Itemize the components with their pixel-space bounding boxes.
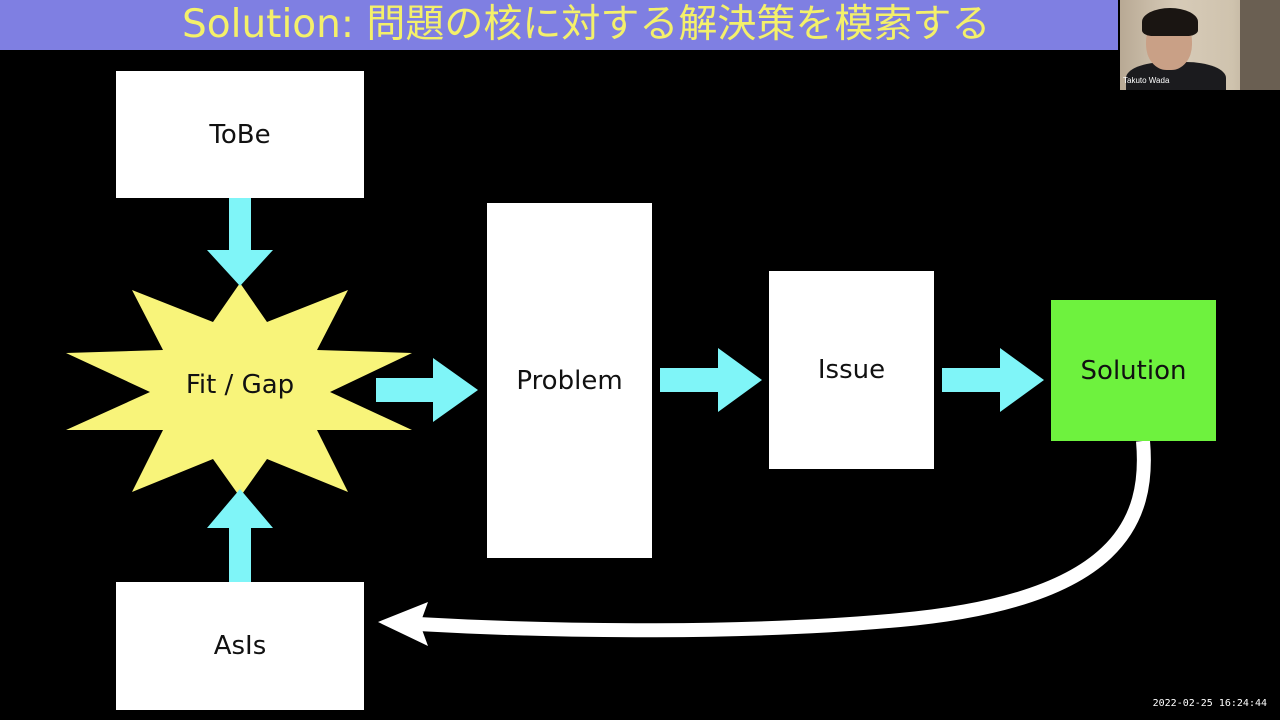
slide-title: Solution: 問題の核に対する解決策を模索する	[182, 2, 991, 47]
tobe-label: ToBe	[209, 119, 271, 150]
participant-hair	[1142, 8, 1198, 36]
feedback-arrowhead	[378, 602, 428, 646]
issue-label: Issue	[817, 355, 886, 385]
solution-label: Solution	[1080, 355, 1187, 386]
tobe-box: ToBe	[116, 71, 364, 198]
video-background	[1240, 0, 1280, 90]
fit-gap-label: Fit / Gap	[185, 370, 295, 400]
arrow-problem-to-issue	[660, 348, 762, 412]
asis-box: AsIs	[116, 582, 364, 710]
issue-box: Issue	[769, 271, 934, 469]
arrow-tobe-to-fitgap	[207, 198, 273, 286]
arrow-issue-to-solution	[942, 348, 1044, 412]
arrow-asis-to-fitgap	[207, 489, 273, 582]
arrow-fitgap-to-problem	[376, 358, 478, 422]
recording-timestamp: 2022-02-25 16:24:44	[1152, 698, 1267, 709]
participant-name: Takuto Wada	[1123, 76, 1170, 85]
asis-label: AsIs	[213, 631, 267, 661]
participant-video-tile[interactable]: Takuto Wada	[1120, 0, 1280, 90]
fit-gap-burst	[66, 283, 412, 497]
problem-label: Problem	[516, 365, 623, 396]
problem-box: Problem	[487, 203, 652, 558]
slide-title-bar: Solution: 問題の核に対する解決策を模索する	[0, 0, 1118, 50]
solution-box: Solution	[1051, 300, 1216, 441]
feedback-curve	[417, 440, 1151, 638]
